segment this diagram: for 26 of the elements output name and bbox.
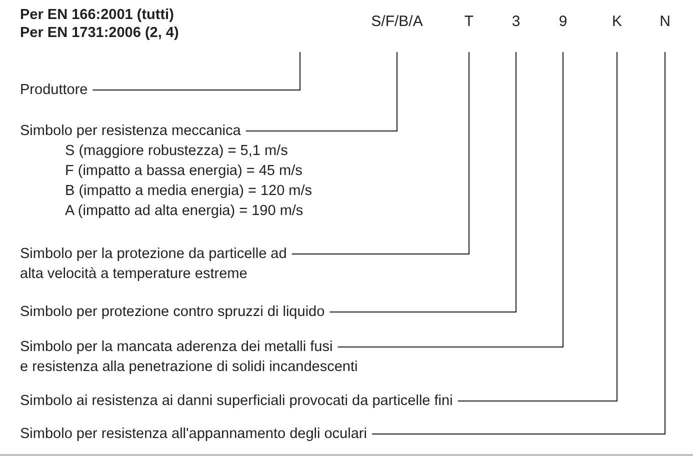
class-definition: B (impatto a media energia) = 120 m/s [64,182,312,201]
leader-line [329,52,516,312]
leader-line [291,52,470,254]
leader-line [92,52,300,90]
marking-code: T [464,12,474,32]
description-text: Simbolo per la protezione da particelle ad alta velocità a temperature estreme [20,244,287,284]
standard-heading: Per EN 1731:2006 (2, 4) [20,24,179,42]
description-text: Simbolo per protezione contro spruzzi di liquido [20,302,325,322]
class-definition: F (impatto a bassa energia) = 45 m/s [64,162,304,181]
description-text: Produttore [20,80,88,100]
description-text: Simbolo ai resistenza ai danni superficiali provocati da particelle fini [20,391,453,411]
description-text: Simbolo per resistenza meccanica [20,122,242,141]
leader-line [245,52,398,132]
leader-line [457,52,618,402]
class-definition: S (maggiore robustezza) = 5,1 m/s [64,142,289,161]
description-text: Simbolo per resistenza all'appannamento degli oculari [20,424,367,444]
marking-code: S/F/B/A [371,12,423,32]
marking-code: K [612,12,622,32]
leader-line [337,52,564,348]
marking-code: N [660,12,670,32]
marking-code: 9 [558,12,568,32]
marking-code: 3 [512,12,520,32]
class-definition: A (impatto ad alta energia) = 190 m/s [64,202,304,221]
description-text: Simbolo per la mancata aderenza dei metalli fusi e resistenza alla penetrazione di solidi incandescenti [20,337,358,377]
leader-line [371,52,666,434]
standard-heading: Per EN 166:2001 (tutti) [20,6,174,24]
